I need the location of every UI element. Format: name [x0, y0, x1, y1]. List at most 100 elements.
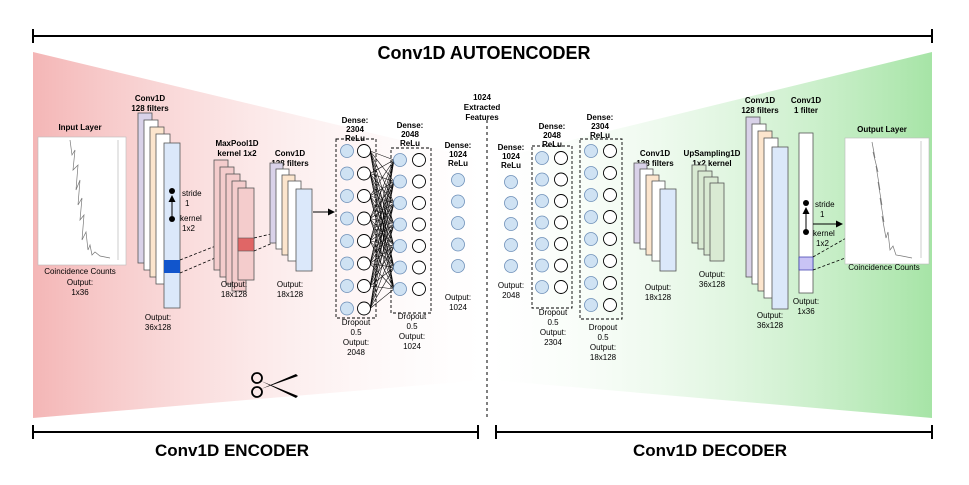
output-signal-plot	[844, 137, 930, 265]
neuron-dropout	[357, 189, 371, 203]
connection-line	[369, 218, 395, 247]
enc-dense2048-dropout-value: 0.5	[406, 322, 418, 331]
enc-conv1-output-value: 36x128	[145, 323, 172, 332]
neuron	[504, 259, 518, 273]
neuron-dropout	[357, 144, 371, 158]
neuron	[340, 144, 354, 158]
dec-dense2048-output-label: Output:	[540, 328, 566, 337]
dec-conv3-title: Conv1D	[791, 96, 821, 105]
neuron-dropout	[412, 196, 426, 210]
neuron	[535, 258, 549, 273]
neuron-dropout	[554, 258, 568, 273]
dec-conv2-stack	[745, 116, 789, 310]
neuron	[535, 194, 549, 208]
upsampling-stack	[691, 164, 725, 262]
neuron-dropout	[603, 166, 617, 180]
dec-conv3-kernel-window	[798, 256, 814, 271]
dec-kernel-value: 1x2	[816, 239, 829, 248]
extracted-features-line-3: Features	[465, 113, 499, 122]
neuron	[393, 196, 407, 210]
enc-dense1024-neurons	[451, 173, 465, 273]
enc-dense1024-title-2: 1024	[449, 150, 467, 159]
dec-conv3-output-label: Output:	[793, 297, 819, 306]
enc-stride-label: stride	[182, 189, 202, 198]
extracted-features-line-2: Extracted	[464, 103, 501, 112]
dec-dense1024-output-label: Output:	[498, 281, 524, 290]
neuron	[584, 254, 598, 268]
dec-conv3-filters: 1 filter	[794, 106, 818, 115]
enc-dense2048-box	[390, 147, 432, 314]
connection-line	[369, 159, 395, 197]
dec-conv1-output-label: Output:	[645, 283, 671, 292]
neuron	[451, 173, 465, 187]
neuron-dropout	[603, 210, 617, 224]
neuron	[504, 238, 518, 252]
upsampling-output-value: 36x128	[699, 280, 726, 289]
enc-dense2304-box	[335, 138, 377, 319]
neuron	[584, 232, 598, 246]
enc-dense2304-title-1: Dense:	[342, 116, 369, 125]
neuron	[393, 174, 407, 189]
decoder-title: Conv1D DECODER	[633, 441, 787, 460]
neuron	[535, 172, 549, 187]
connection-line	[369, 202, 395, 309]
enc-stride-value: 1	[185, 199, 190, 208]
enc-conv1-output-label: Output:	[145, 313, 171, 322]
dec-dense1024-neurons	[504, 175, 518, 273]
dec-proj-line-2	[812, 256, 849, 271]
neuron	[340, 301, 354, 316]
neuron	[340, 234, 354, 248]
neuron-dropout	[412, 217, 426, 232]
neuron-dropout	[412, 282, 426, 296]
maxpool-output-label: Output:	[221, 280, 247, 289]
neuron-dropout	[357, 256, 371, 271]
neuron-dropout	[603, 254, 617, 268]
neuron	[393, 217, 407, 232]
enc-dense-connections	[369, 150, 395, 309]
neuron	[393, 260, 407, 275]
enc-conv2-stack	[269, 162, 313, 272]
dec-dense2304-output-value: 18x128	[590, 353, 617, 362]
connection-line	[369, 181, 395, 309]
neuron	[340, 166, 354, 181]
neuron	[393, 153, 407, 167]
dec-stride-value: 1	[820, 210, 825, 219]
dec-dense1024-title-3: ReLu	[501, 161, 521, 170]
neuron	[584, 144, 598, 158]
dec-conv2-output-label: Output:	[757, 311, 783, 320]
enc-dense2048-title-1: Dense:	[397, 121, 424, 130]
enc-dense2304-dropout-label: Dropout	[342, 318, 371, 327]
connection-line	[369, 218, 395, 290]
neuron-dropout	[412, 174, 426, 189]
neuron-dropout	[357, 279, 371, 293]
enc-conv2-output-value: 18x128	[277, 290, 304, 299]
neuron-dropout	[357, 301, 371, 316]
neuron-dropout	[412, 239, 426, 253]
enc-dense2048-output-label: Output:	[399, 332, 425, 341]
neuron	[535, 215, 549, 230]
connection-line	[369, 195, 395, 268]
neuron	[451, 237, 465, 252]
output-caption: Coincidence Counts	[848, 263, 920, 272]
decoder-bracket	[495, 425, 933, 439]
dec-conv1-title: Conv1D	[640, 149, 670, 158]
dec-dense2304-dropout-value: 0.5	[597, 333, 609, 342]
enc-dense2304-output-value: 2048	[347, 348, 365, 357]
neuron	[584, 276, 598, 290]
autoencoder-title: Conv1D AUTOENCODER	[377, 43, 590, 63]
enc-dense2304-title-2: 2304	[346, 125, 364, 134]
enc-conv1-stack	[137, 112, 181, 309]
enc-conv2-title: Conv1D	[275, 149, 305, 158]
enc-dense1024-output-value: 1024	[449, 303, 467, 312]
dec-dense2304-neurons	[584, 144, 617, 312]
enc-dense2048-neurons	[393, 153, 426, 296]
neuron-dropout	[412, 153, 426, 167]
dec-kernel-label: kernel	[813, 229, 835, 238]
neuron	[584, 166, 598, 180]
dec-stride-kernel-marker	[802, 200, 810, 235]
neuron-dropout	[603, 276, 617, 290]
enc-dense2304-title-3: ReLu	[345, 134, 365, 143]
dec-dense1024-title-1: Dense:	[498, 143, 525, 152]
